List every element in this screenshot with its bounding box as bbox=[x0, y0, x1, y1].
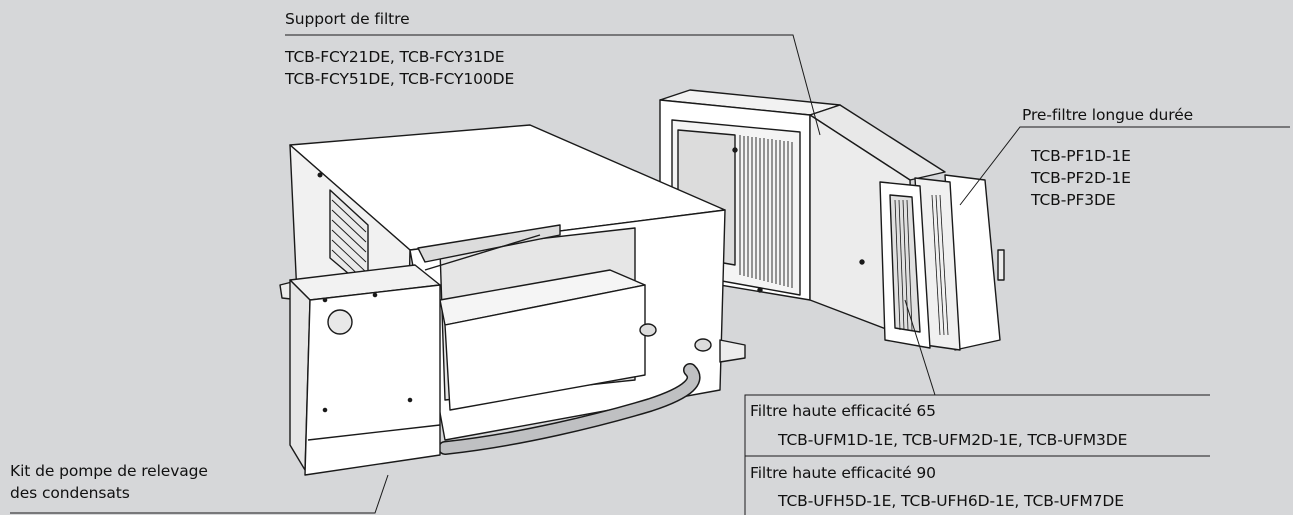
hepa65-models: TCB-UFM1D-1E, TCB-UFM2D-1E, TCB-UFM3DE bbox=[778, 431, 1128, 449]
leader-filter-support bbox=[285, 34, 821, 136]
hepa90-title: Filtre haute efficacité 90 bbox=[750, 464, 936, 482]
prefilter-model-line: TCB-PF1D-1E bbox=[1031, 147, 1131, 165]
prefilter-model-line: TCB-PF2D-1E bbox=[1031, 169, 1131, 187]
filter-support-models: TCB-FCY21DE, TCB-FCY31DE TCB-FCY51DE, TC… bbox=[285, 46, 514, 90]
prefilter-models: TCB-PF1D-1E TCB-PF2D-1E TCB-PF3DE bbox=[1031, 145, 1131, 211]
leader-hepa bbox=[904, 299, 936, 396]
pump-kit-title-line2: des condensats bbox=[10, 484, 130, 502]
hepa-bracket bbox=[744, 394, 1210, 515]
filter-support-title: Support de filtre bbox=[285, 10, 410, 28]
leader-prefilter bbox=[959, 126, 1290, 206]
filter-support-model-line: TCB-FCY21DE, TCB-FCY31DE bbox=[285, 48, 505, 66]
filter-support-model-line: TCB-FCY51DE, TCB-FCY100DE bbox=[285, 70, 515, 88]
hepa65-title: Filtre haute efficacité 65 bbox=[750, 402, 936, 420]
prefilter-model-line: TCB-PF3DE bbox=[1031, 191, 1116, 209]
prefilter-panels bbox=[879, 174, 1005, 351]
pump-kit-title-line1: Kit de pompe de relevage bbox=[10, 462, 208, 480]
prefilter-title: Pre-filtre longue durée bbox=[1022, 106, 1194, 124]
hepa90-models: TCB-UFH5D-1E, TCB-UFH6D-1E, TCB-UFM7DE bbox=[778, 492, 1124, 510]
prefilter-label: Pre-filtre longue durée bbox=[1022, 104, 1193, 126]
pump-kit-label: Kit de pompe de relevage des condensats bbox=[10, 460, 208, 504]
leader-pump-kit bbox=[10, 474, 389, 514]
filter-support-label: Support de filtre bbox=[285, 8, 410, 30]
pump-kit-box bbox=[289, 264, 441, 476]
leader-lines bbox=[10, 34, 1290, 514]
